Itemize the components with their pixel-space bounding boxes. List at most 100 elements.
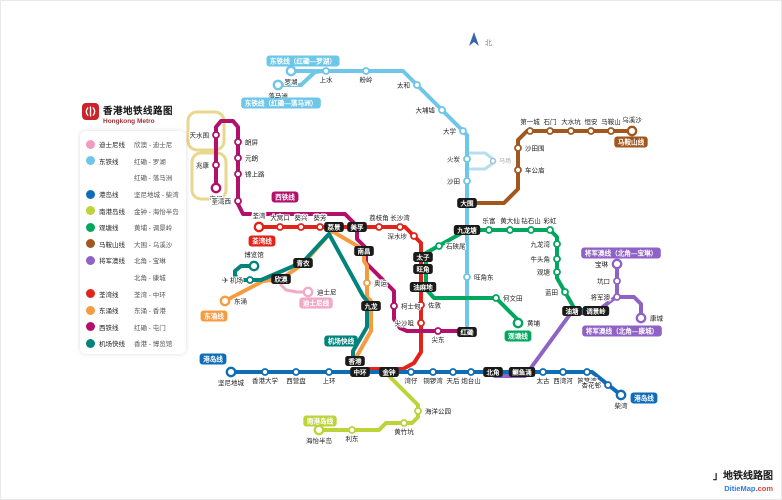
legend-row-1-alt: 红磡 - 落马洲 (86, 169, 186, 186)
station-label-落马洲: 落马洲 (268, 91, 288, 100)
station-葵兴 (297, 223, 305, 231)
station-将军澳 (613, 293, 621, 301)
interchange-中环 (350, 367, 370, 377)
station-火炭 (463, 155, 471, 163)
station-label-朗屏: 朗屏 (245, 138, 259, 147)
station-西湾河 (559, 368, 567, 376)
station-label-天后: 天后 (447, 376, 461, 385)
station-label-坚尼地城: 坚尼地城 (218, 378, 245, 387)
station-label-西湾河: 西湾河 (553, 376, 573, 385)
station-黄竹坑 (400, 419, 408, 427)
interchange-南昌 (354, 246, 374, 256)
legend-row-5: 马鞍山线大围 - 乌溪沙 (86, 236, 186, 253)
station-筲箕湾 (583, 368, 591, 376)
station-label-深水埗: 深水埗 (388, 232, 408, 241)
station-荃湾 (253, 221, 265, 233)
station-观塘 (553, 268, 561, 276)
line-label-box (614, 136, 648, 148)
interchange-青衣 (293, 258, 313, 268)
legend-line-dot (86, 206, 95, 216)
station-海洋公园 (414, 407, 422, 415)
metro-logo-icon (82, 103, 99, 120)
line-label-box (248, 235, 276, 247)
station-铜锣湾 (429, 368, 437, 376)
station-label-杏花邨: 杏花邨 (582, 381, 602, 390)
station-第一城 (526, 127, 534, 135)
legend-line-route: 香港 - 博览馆 (134, 341, 173, 349)
legend-row-2: 港岛线坚尼地城 - 柴湾 (86, 186, 186, 203)
line-tseung-kwan-o (615, 295, 643, 320)
station-label-炮台山: 炮台山 (461, 376, 481, 385)
station-label-太古: 太古 (537, 376, 551, 385)
line-ma-on-shan (469, 129, 634, 205)
station-label-荃湾: 荃湾 (253, 211, 267, 220)
interchange-荔景 (324, 222, 344, 232)
station-九龙湾 (553, 240, 561, 248)
station-坑口 (613, 277, 621, 285)
station-label-恒安: 恒安 (585, 117, 599, 126)
legend-row-3: 南港岛线金钟 - 海怡半岛 (86, 202, 186, 219)
line-label-text: 东铁线（红磡—罗湖） (270, 56, 336, 65)
watermark: 」地铁线路图 DitieMap.com (713, 471, 773, 493)
north-label: 北 (485, 39, 492, 47)
legend-row-4: 观塘线黄埔 - 调景岭 (86, 219, 186, 236)
watermark-site-name: DitieMap (724, 483, 756, 493)
legend-line-name: 观塘线 (99, 225, 119, 233)
station-label-迪士尼: 迪士尼 (317, 288, 337, 297)
interchange-label-金钟: 金钟 (382, 367, 397, 376)
station-沙田 (463, 177, 471, 185)
station-元朗 (234, 154, 242, 162)
interchange-香港 (345, 356, 365, 366)
station-香港大学 (261, 368, 269, 376)
watermark-site: DitieMap.com (713, 484, 773, 493)
interchange-九龙塘 (453, 225, 481, 235)
station-何文田 (492, 294, 500, 302)
legend-line-route: 北角 - 宝琳 (134, 258, 166, 266)
station-佐敦 (417, 301, 425, 309)
station-柯士甸 (390, 302, 398, 310)
legend-dot-blank (86, 173, 95, 182)
line-east-rail (276, 69, 325, 87)
line-label-text: 机场快线 (328, 336, 355, 345)
interchange-label-荔景: 荔景 (327, 222, 342, 231)
station-label-湾仔: 湾仔 (405, 376, 419, 385)
legend-line-route: 红磡 - 屯门 (134, 324, 166, 332)
station-奥运 (363, 279, 371, 287)
racecourse-loop (467, 151, 495, 171)
legend-line-route: 金钟 - 海怡半岛 (134, 208, 179, 216)
station-label-屯门: 屯门 (210, 194, 223, 203)
station-label-葵兴: 葵兴 (295, 213, 309, 222)
legend-line-route: 红磡 - 罗湖 (134, 158, 166, 166)
interchange-红磡 (457, 327, 477, 337)
interchange-label-九龙: 九龙 (364, 301, 379, 310)
station-label-柴湾: 柴湾 (615, 401, 629, 410)
legend-line-dot (86, 322, 95, 332)
line-label-box (582, 325, 662, 337)
watermark-title: 」地铁线路图 (713, 471, 773, 483)
station-label-锦上路: 锦上路 (245, 170, 265, 179)
legend-line-name: 东铁线 (99, 158, 119, 166)
line-label-box (630, 392, 658, 404)
station-锦上路 (234, 170, 242, 178)
line-label-box (199, 353, 227, 365)
station-蓝田 (561, 288, 569, 296)
interchange-油塘 (562, 306, 582, 316)
legend-line-dot (86, 289, 95, 299)
line-label-box (299, 297, 333, 309)
interchange-金钟 (379, 367, 399, 377)
interchange-label-欣澳: 欣澳 (275, 274, 289, 283)
station-label-太和: 太和 (397, 81, 410, 90)
line-label-text: 港岛线 (203, 354, 223, 363)
line-label-text: 荃湾线 (252, 236, 272, 245)
line-label-box (581, 247, 661, 259)
station-迪士尼 (302, 286, 314, 298)
station-label-racecourse: 马场 (499, 157, 511, 165)
station-label-佐敦: 佐敦 (428, 301, 442, 310)
line-label-text: 将军澳线（北角—宝琳） (585, 248, 658, 257)
station-label-长沙湾: 长沙湾 (390, 213, 410, 222)
interchange-太子 (413, 252, 433, 262)
station-深水埗 (410, 232, 418, 240)
airport-plane-icon: ✈ (222, 276, 229, 285)
station-label-沙田围: 沙田围 (525, 145, 545, 153)
